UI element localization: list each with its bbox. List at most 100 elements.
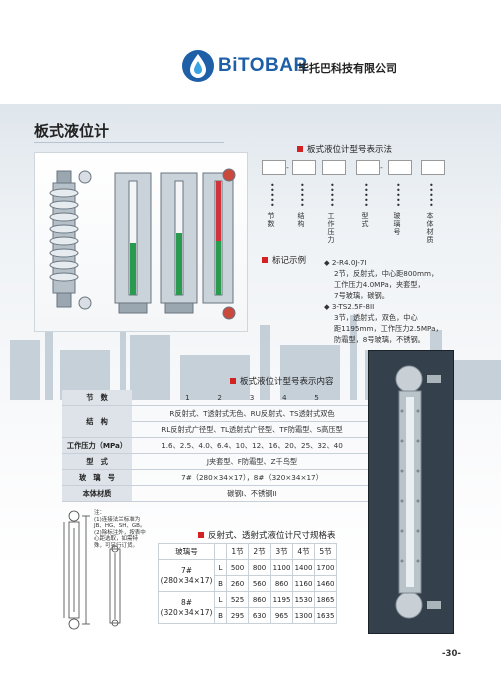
company-name: 毕托巴科技有限公司	[298, 62, 397, 75]
dot-leader: •••••	[330, 181, 335, 210]
pressure-value: 1.6、2.5、4.0、6.4、10、12、16、20、25、32、40	[132, 437, 372, 454]
structure-value: RL反射式广径型、TL透射式广径型、TF防霜型、S高压型	[132, 421, 372, 438]
table-header-row: 玻璃号 1节 2节 3节 4节 5节	[158, 543, 337, 560]
table-cell: 630	[248, 607, 271, 624]
spec-table: 节 数 1 2 3 4 5 结 构 R反射式、T透射式无色、RU反射式、TS透射…	[62, 390, 372, 502]
table-cell: 1700	[314, 559, 337, 576]
section-value: 2	[217, 393, 222, 402]
note-line: 殊，可另行订货。	[94, 542, 139, 549]
table-cell: 1530	[292, 591, 315, 608]
field-label-glass: 玻璃号	[393, 212, 401, 236]
note-line: JB、HG、SH、GB。	[94, 523, 146, 529]
red-square-bullet-icon	[198, 532, 204, 538]
column-header: 玻璃号	[158, 543, 215, 560]
glass-size: (280×34×17)	[160, 575, 213, 585]
field-label-sections: 节数	[267, 212, 275, 228]
glass-number: 8#	[180, 597, 193, 607]
code-box-structure	[292, 160, 316, 175]
code-box-type	[356, 160, 380, 175]
table-cell: 860	[248, 591, 271, 608]
title-divider	[34, 142, 224, 143]
table-row: 型 式 J夹套型、F防霜型、Z千鸟型	[62, 453, 372, 470]
sections-values: 1 2 3 4 5	[132, 390, 372, 406]
installed-gauge-photo	[368, 350, 454, 634]
example-code: 2-R4.0J-7I	[331, 258, 367, 267]
dimension-label: L	[214, 591, 227, 608]
section-value: 4	[282, 393, 287, 402]
example-desc: 距1195mm，工作压力2.5MPa，	[334, 324, 443, 333]
page-number: -30-	[442, 649, 461, 659]
row-label: 本体材质	[62, 485, 132, 502]
table-cell: 1635	[314, 607, 337, 624]
column-header: 4节	[292, 543, 315, 560]
table-row: 7# (280×34×17) L 500 800 1100 1400 1700	[158, 559, 337, 592]
glass-value: 7#（280×34×17），8#（320×34×17）	[132, 469, 372, 486]
column-header	[214, 543, 227, 560]
page-title: 板式液位计	[34, 122, 110, 140]
example-desc: 2节，反射式，中心距800mm，	[334, 269, 439, 278]
table-cell: 965	[270, 607, 293, 624]
column-header: 2节	[248, 543, 271, 560]
code-dash: -	[286, 163, 289, 172]
example-code: 3-TS2.5F-8II	[331, 302, 375, 311]
field-label-material: 本体材质	[426, 212, 434, 244]
drawing-notes: 注： (1)连接法兰标准为 JB、HG、SH、GB。 (2)除标注外，按表中 心…	[94, 510, 154, 549]
notes-title: 注：	[94, 510, 106, 516]
size-table: 玻璃号 1节 2节 3节 4节 5节 7# (280×34×17) L 500 …	[158, 543, 337, 624]
table-cell: 800	[248, 559, 271, 576]
table-cell: 1300	[292, 607, 315, 624]
dimension-drawing-side	[109, 545, 121, 627]
row-label: 型 式	[62, 453, 132, 470]
field-label-structure: 结构	[297, 212, 305, 228]
example-heading: 标记示例	[262, 254, 306, 266]
type-value: J夹套型、F防霜型、Z千鸟型	[132, 453, 372, 470]
glass-size: (320×34×17)	[160, 607, 213, 617]
glass-cell: 7# (280×34×17)	[158, 559, 215, 592]
note-line: 心距选取，如需特	[94, 536, 139, 542]
table-cell: 1460	[314, 575, 337, 592]
table-row: B 260 560 860 1160 1460	[159, 575, 337, 592]
note-line: (1)连接法兰标准为	[94, 516, 141, 523]
spec-table-heading: 板式液位计型号表示内容	[230, 375, 334, 387]
dimension-drawing	[63, 510, 90, 630]
column-header: 1节	[226, 543, 249, 560]
model-code-heading-text: 板式液位计型号表示法	[307, 145, 393, 155]
dot-leader: •••••	[270, 181, 275, 210]
dimension-label: B	[214, 607, 227, 624]
section-value: 1	[185, 393, 190, 402]
field-label-type: 型式	[361, 212, 369, 228]
dimension-label: B	[214, 575, 227, 592]
code-box-glass	[388, 160, 412, 175]
brand-name: BiTOBAR	[218, 55, 308, 76]
table-cell: 1400	[292, 559, 315, 576]
code-box-pressure	[322, 160, 346, 175]
column-header: 5节	[314, 543, 337, 560]
code-dash: -	[380, 163, 383, 172]
dot-leader: •••••	[300, 181, 305, 210]
row-label: 节 数	[62, 390, 132, 406]
dot-leader: •••••	[396, 181, 401, 210]
row-label: 结 构	[62, 405, 132, 438]
table-row: 本体材质 碳钢I、不锈钢II	[62, 485, 372, 502]
material-value: 碳钢I、不锈钢II	[132, 485, 372, 502]
dot-leader: •••••	[364, 181, 369, 210]
note-line: (2)除标注外，按表中	[94, 529, 146, 536]
table-row: 节 数 1 2 3 4 5	[62, 390, 372, 406]
size-table-heading: 反射式、透射式液位计尺寸规格表	[198, 529, 336, 541]
table-row: RL反射式广径型、TL透射式广径型、TF防霜型、S高压型	[62, 421, 372, 438]
example-item-1: ◆ 2-R4.0J-7I 2节，反射式，中心距800mm， 工作压力4.0MPa…	[324, 258, 439, 300]
model-code-heading: 板式液位计型号表示法	[297, 143, 392, 155]
example-desc: 7号玻璃，碳钢。	[334, 291, 389, 300]
table-cell: 1100	[270, 559, 293, 576]
level-gauge-product-photo	[34, 152, 248, 332]
bitobar-logo-icon	[182, 50, 214, 82]
glass-number: 7#	[180, 565, 193, 575]
row-label: 玻 璃 号	[62, 469, 132, 486]
column-header: 3节	[270, 543, 293, 560]
example-desc: 工作压力4.0MPa，夹套型，	[334, 280, 425, 289]
table-row: 工作压力（MPa） 1.6、2.5、4.0、6.4、10、12、16、20、25…	[62, 437, 372, 454]
field-label-pressure: 工作压力	[327, 212, 335, 244]
table-row: B 295 630 965 1300 1635	[159, 607, 337, 624]
code-box-sections	[262, 160, 286, 175]
red-square-bullet-icon	[262, 257, 268, 263]
